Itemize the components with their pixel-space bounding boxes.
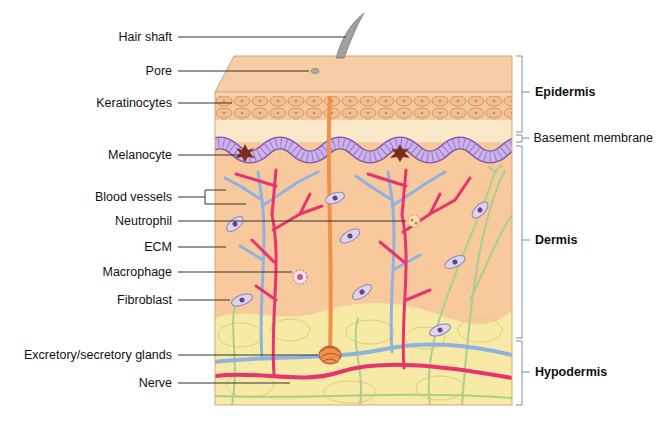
artery	[215, 365, 512, 378]
macrophage	[293, 270, 307, 284]
hypodermis	[215, 303, 512, 405]
vein	[215, 345, 512, 362]
layer-label: Hypodermis	[535, 365, 607, 380]
melanocyte	[235, 144, 410, 162]
fibroblast	[224, 190, 490, 339]
layer-label: Basement membrane	[533, 131, 653, 146]
nerve	[215, 165, 512, 405]
ecm-label: ECM	[144, 240, 172, 255]
blood-vessels-label: Blood vessels	[95, 190, 172, 205]
layer-label: Epidermis	[535, 85, 595, 100]
keratinocyte-layer	[215, 96, 512, 120]
hair-shaft	[336, 13, 364, 58]
leader-line	[178, 37, 406, 383]
macrophage-label: Macrophage	[103, 265, 173, 280]
layer-bracket	[516, 56, 530, 405]
neutrophil	[408, 215, 420, 227]
gland	[319, 346, 341, 364]
pore	[311, 69, 319, 74]
basement-membrane	[215, 143, 512, 157]
melanocyte-label: Melanocyte	[108, 148, 172, 163]
neutrophil-label: Neutrophil	[115, 214, 172, 229]
keratinocytes-label: Keratinocytes	[96, 96, 172, 111]
nerve-label: Nerve	[139, 376, 172, 391]
fibroblast-label: Fibroblast	[117, 293, 172, 308]
skin-surface	[215, 56, 512, 92]
pore-label: Pore	[146, 64, 172, 79]
hair-shaft-label: Hair shaft	[119, 30, 173, 45]
glands-label: Excretory/secretory glands	[24, 348, 172, 363]
layer-label: Dermis	[535, 233, 577, 248]
hair-follicle	[329, 96, 331, 352]
